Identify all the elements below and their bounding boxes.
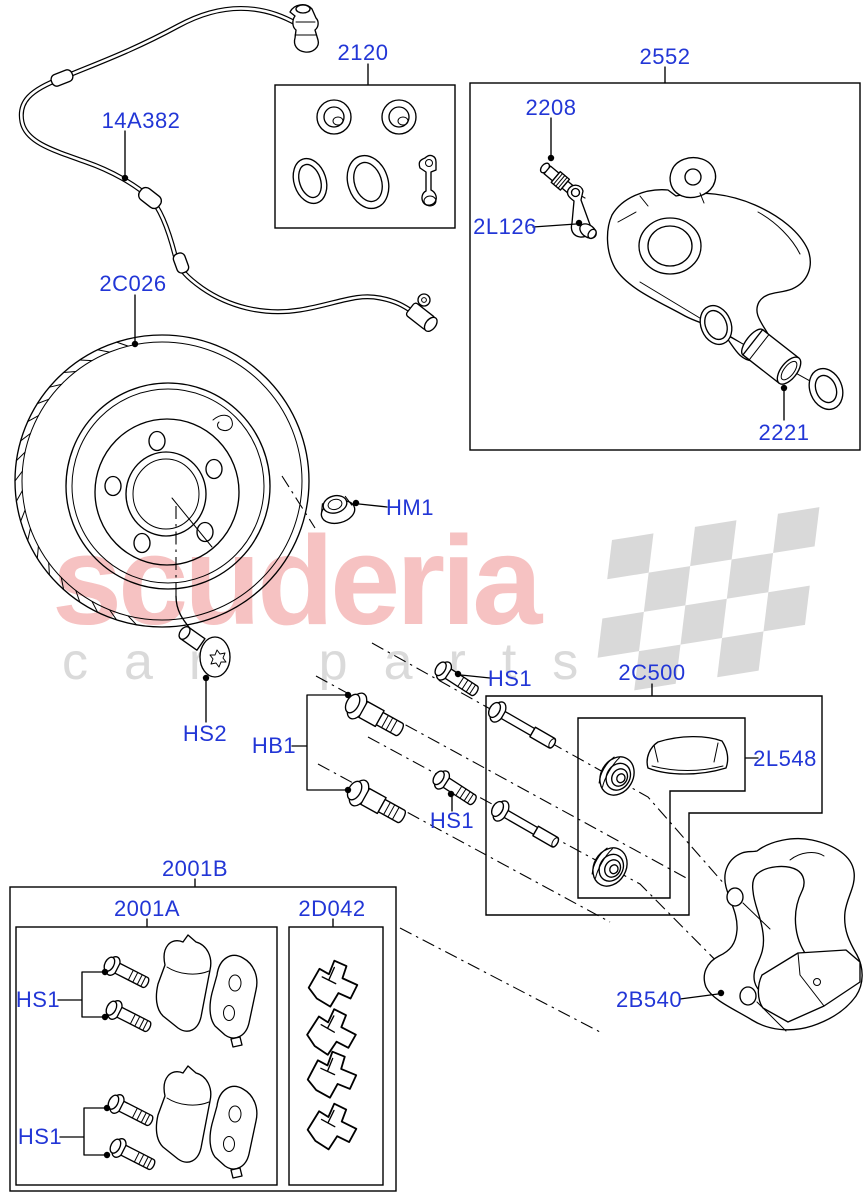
callout-2D042[interactable]: 2D042 [298, 896, 366, 921]
box-2001B [9, 886, 397, 1192]
callout-2552[interactable]: 2552 [639, 44, 691, 69]
box-2120 [274, 84, 456, 229]
hub-nut-drawing [320, 494, 356, 525]
callout-2C500[interactable]: 2C500 [618, 660, 686, 685]
box-2L548-inner [577, 717, 746, 899]
callout-HS1-top[interactable]: HS1 [487, 666, 533, 691]
callout-14A382[interactable]: 14A382 [101, 108, 181, 133]
watermark-tagline-text: car parts [62, 633, 615, 691]
callout-HB1[interactable]: HB1 [251, 733, 297, 758]
callout-2221[interactable]: 2221 [758, 420, 810, 445]
box-2001A [15, 926, 278, 1186]
callout-HM1[interactable]: HM1 [386, 495, 434, 520]
grease-sachet-drawing [646, 735, 729, 775]
abs-sensor-harness-drawing [18, 4, 438, 333]
callout-2L126[interactable]: 2L126 [473, 214, 537, 239]
callout-HS2[interactable]: HS2 [182, 721, 228, 746]
callout-2L548[interactable]: 2L548 [753, 746, 817, 771]
callout-2001B[interactable]: 2001B [161, 856, 229, 881]
callout-HS1-pads-bottom[interactable]: HS1 [17, 1124, 63, 1149]
callout-HS1-pads-top[interactable]: HS1 [15, 987, 61, 1012]
callout-2B540[interactable]: 2B540 [615, 987, 683, 1012]
callout-HS1-mid[interactable]: HS1 [429, 808, 475, 833]
caliper-bracket-drawing [703, 837, 863, 1032]
box-2D042 [288, 926, 384, 1186]
caliper-service-kit-drawing [292, 99, 437, 210]
brake-disc-drawing [14, 334, 310, 628]
callout-2C026[interactable]: 2C026 [99, 271, 167, 296]
box-2C500 [485, 695, 823, 916]
disc-screw-drawing [178, 626, 231, 678]
callout-2120[interactable]: 2120 [337, 40, 389, 65]
callout-2208[interactable]: 2208 [525, 95, 577, 120]
brake-caliper-drawing [539, 156, 844, 411]
callout-leader-lines [57, 63, 788, 1159]
callout-2001A[interactable]: 2001A [113, 896, 181, 921]
checkered-flag-icon [597, 507, 820, 691]
disc-edge-hatching [14, 341, 137, 626]
